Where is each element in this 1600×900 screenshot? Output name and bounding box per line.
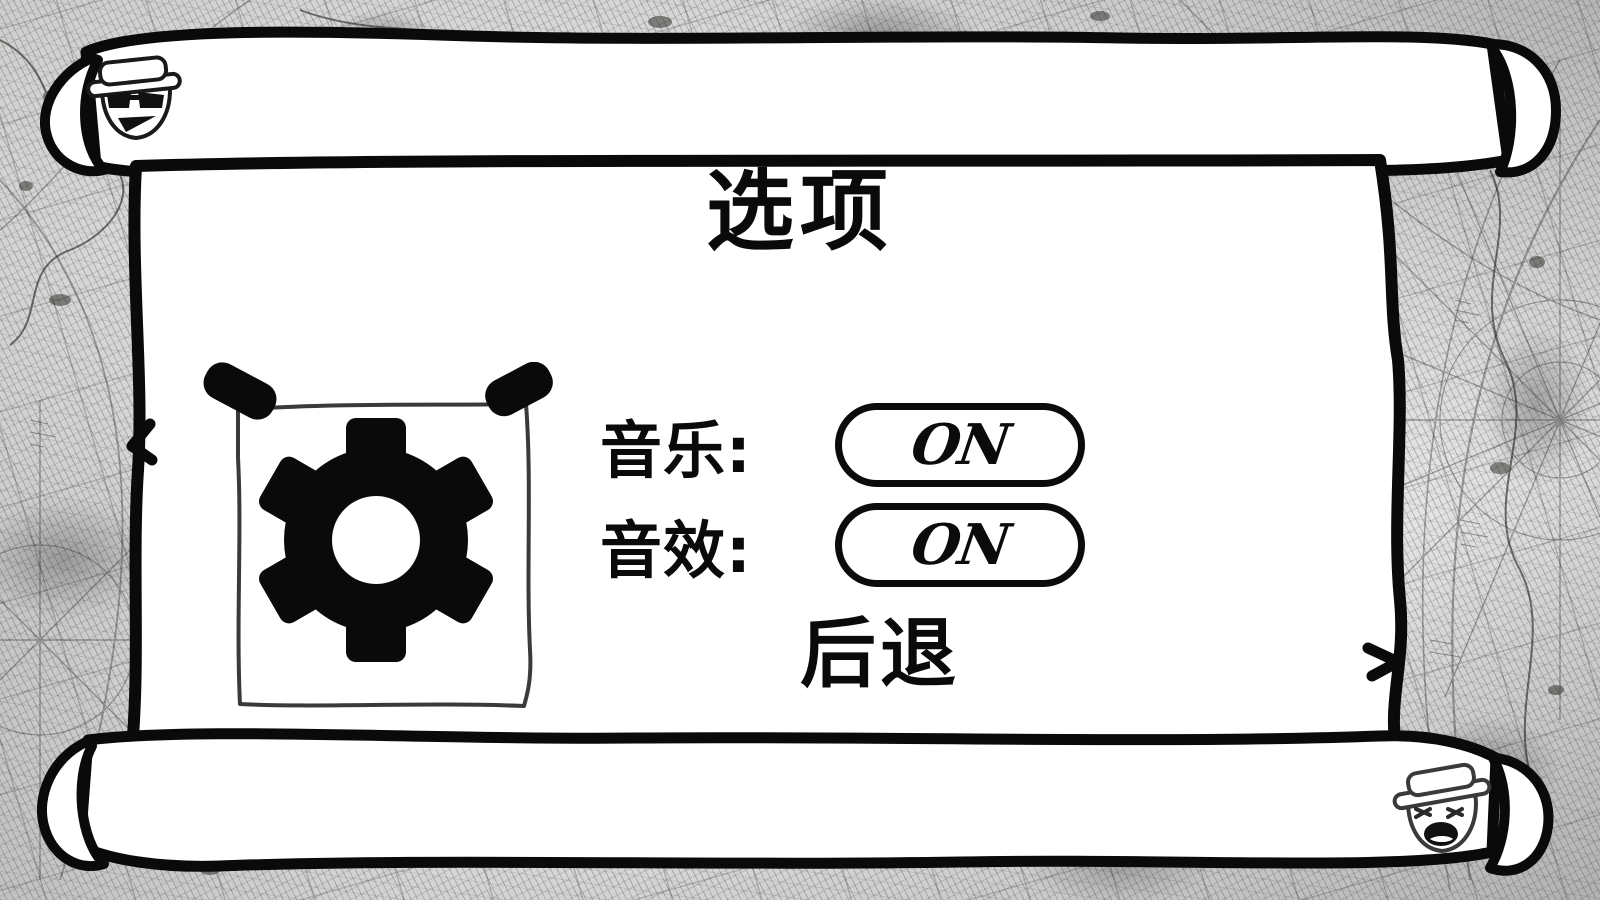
settings-list: 音乐: ON 音效: ON	[600, 395, 1160, 595]
scroll-roll-bottom-left	[36, 737, 109, 871]
gear-illustration-card	[196, 361, 556, 714]
sfx-label: 音效:	[600, 514, 752, 587]
gear-icon	[259, 418, 493, 662]
doodle-face-sunglasses-icon	[74, 48, 194, 154]
page-title: 选项	[705, 160, 894, 263]
back-button[interactable]: 后退	[800, 609, 960, 698]
scroll-bottom-band	[74, 728, 1502, 872]
setting-row-sfx: 音效: ON	[600, 495, 1160, 595]
music-toggle[interactable]: ON	[835, 403, 1085, 487]
scroll-left-notch	[126, 418, 158, 466]
tape-piece-right	[485, 361, 553, 417]
scroll-roll-top-left	[39, 53, 109, 177]
music-toggle-value: ON	[907, 412, 1013, 478]
scroll-right-notch	[1362, 642, 1404, 682]
sfx-toggle-value: ON	[907, 512, 1013, 578]
scroll-roll-top-right	[1487, 39, 1561, 178]
doodle-face-shouting-icon	[1382, 757, 1500, 863]
setting-row-music: 音乐: ON	[600, 395, 1160, 495]
tape-piece-left	[203, 362, 277, 420]
scroll-roll-bottom-right	[1485, 753, 1554, 876]
music-label: 音乐:	[600, 414, 752, 487]
sfx-toggle[interactable]: ON	[835, 503, 1085, 587]
gear-card-frame	[236, 402, 533, 708]
